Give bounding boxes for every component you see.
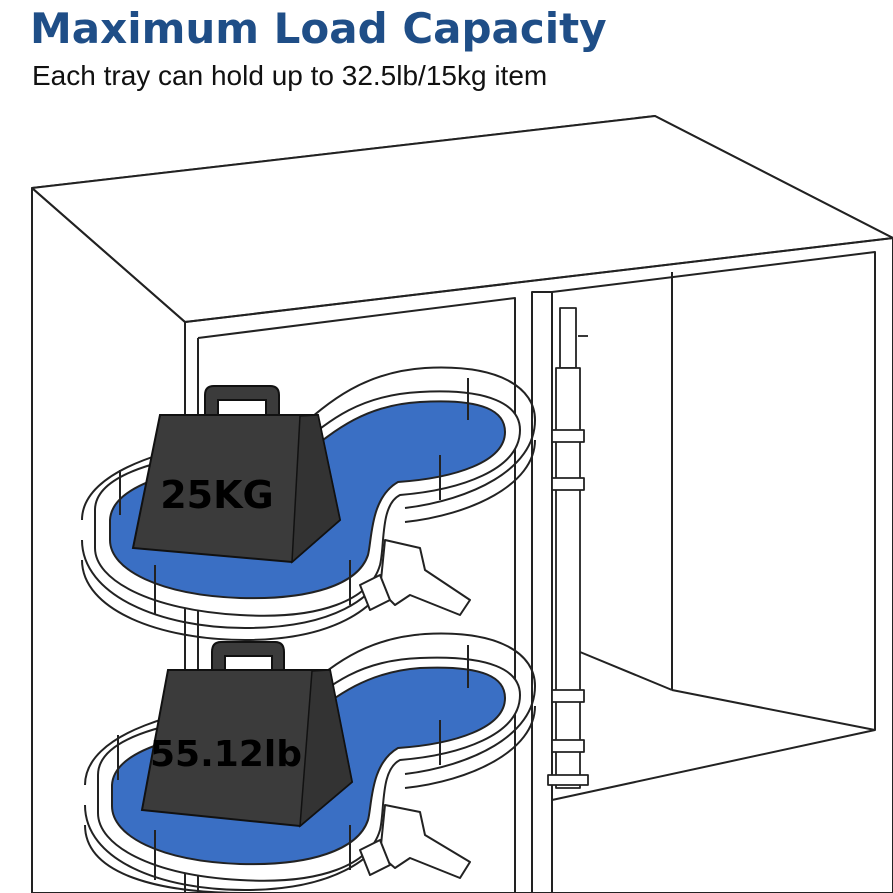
center-pole [547, 307, 589, 789]
lower-weight-label: 55.12lb [150, 734, 302, 775]
upper-weight-label: 25KG [160, 473, 274, 517]
lower-weight: 55.12lb [140, 641, 354, 828]
page-subtitle: Each tray can hold up to 32.5lb/15kg ite… [32, 60, 548, 91]
page-title: Maximum Load Capacity [30, 4, 607, 53]
upper-weight: 25KG [131, 385, 342, 564]
